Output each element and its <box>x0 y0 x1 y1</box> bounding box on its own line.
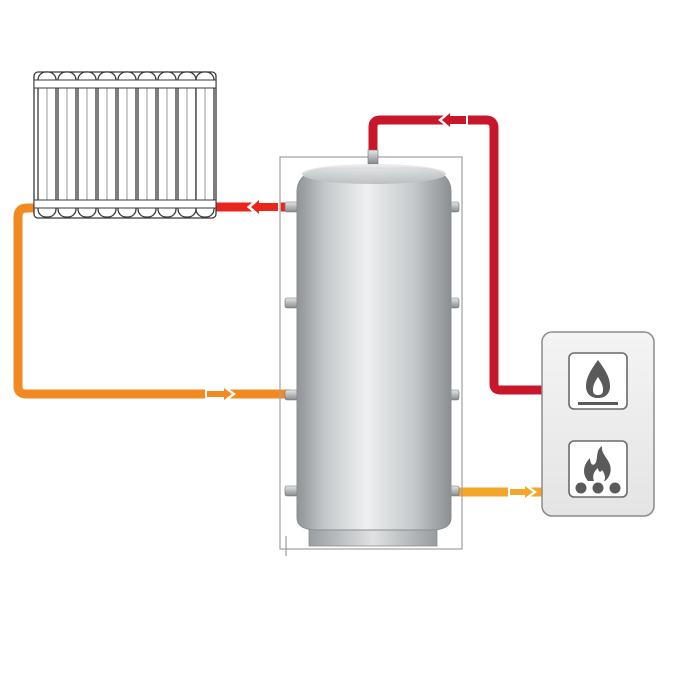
flow-arrow-return-right <box>205 384 236 404</box>
radiator-icon <box>33 71 217 219</box>
flow-arrow-supply-left <box>246 194 281 220</box>
gas-flame-icon <box>568 352 628 410</box>
buffer-tank <box>296 164 452 547</box>
return-pipe-radiator-to-tank <box>13 203 290 399</box>
solid-fuel-fire-icon <box>568 440 628 498</box>
boiler-unit <box>541 331 655 517</box>
flow-arrow-boiler-return-right <box>508 482 537 502</box>
flow-arrow-boiler-supply-left <box>438 109 468 131</box>
tank-top-port <box>367 149 379 165</box>
supply-pipe-boiler-to-tank <box>368 115 542 395</box>
